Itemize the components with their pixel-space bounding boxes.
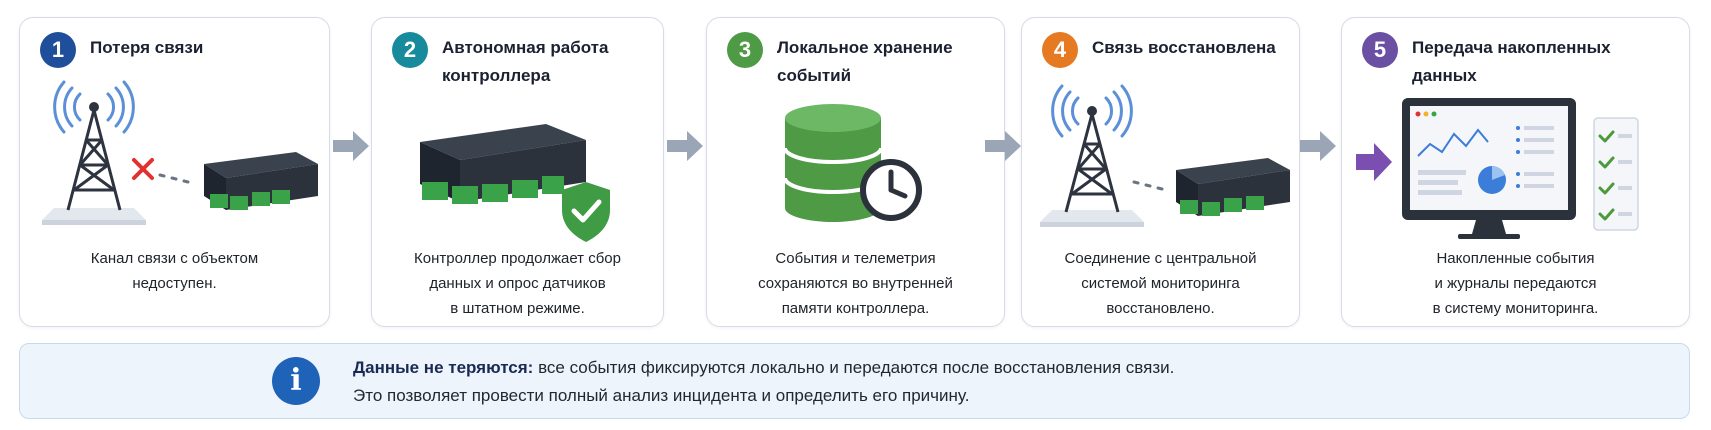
step-card-5: 5 Передача накопленных данных [1341,17,1690,327]
step-title: Локальное хранение событий [777,38,953,85]
data-transfer-illustration [1356,98,1639,239]
step-description: Соединение с центральной системой монито… [1064,250,1257,317]
flow-arrow-icon [333,131,369,161]
flow-arrow-icon [667,131,703,161]
step-badge: 2 [392,32,428,68]
step-description: Канал связи с объектом недоступен. [90,250,259,292]
step-card-3: 3 Локальное хранение событий События и т… [706,17,1005,327]
controller-device-icon [420,124,586,204]
step-card-2: 2 Автономная работа контроллера Контролл… [371,17,664,327]
info-strong-text: Данные не теряются: [353,358,534,377]
radio-tower-icon [1064,113,1120,213]
signal-waves-icon [1051,84,1133,138]
info-line-2: Это позволяет провести полный анализ инц… [353,386,970,405]
info-banner: i Данные не теряются: все события фиксир… [19,343,1690,419]
info-text: все события фиксируются локально и перед… [533,358,1175,377]
lost-connection-illustration [42,80,318,225]
checklist-icon [1593,117,1639,231]
step-title: Потеря связи [90,38,204,57]
step-badge: 3 [727,32,763,68]
step-title: Автономная работа контроллера [442,38,609,85]
flow-arrow-icon [985,131,1021,161]
info-line-1: Данные не теряются: все события фиксирую… [353,358,1174,378]
controller-device-icon [1176,158,1290,216]
step-card-1: 1 Потеря связи [19,17,330,327]
step-badge: 1 [40,32,76,68]
local-storage-illustration [783,104,922,222]
step-badge: 5 [1362,32,1398,68]
radio-tower-icon [66,109,122,211]
flow-arrow-icon [1300,131,1336,161]
upload-arrow-icon [1356,143,1392,181]
step-title: Передача накопленных данных [1412,38,1611,85]
step-badge: 4 [1042,32,1078,68]
step-description: Накопленные события и журналы передаются… [1432,250,1599,317]
signal-waves-icon [53,80,135,134]
controller-device-icon [204,152,318,210]
step-title: Связь восстановлена [1092,38,1276,57]
clock-icon [860,159,922,221]
connection-restored-illustration [1040,84,1290,227]
shield-check-icon [562,182,610,242]
step-description: Контроллер продолжает сбор данных и опро… [414,250,621,317]
step-card-4: 4 Связь восстановлена [1021,17,1300,327]
monitor-icon [1402,98,1576,239]
autonomous-controller-illustration [420,124,610,242]
step-description: События и телеметрия сохраняются во внут… [758,250,953,317]
error-x-icon [132,158,154,180]
info-icon: i [272,357,320,405]
